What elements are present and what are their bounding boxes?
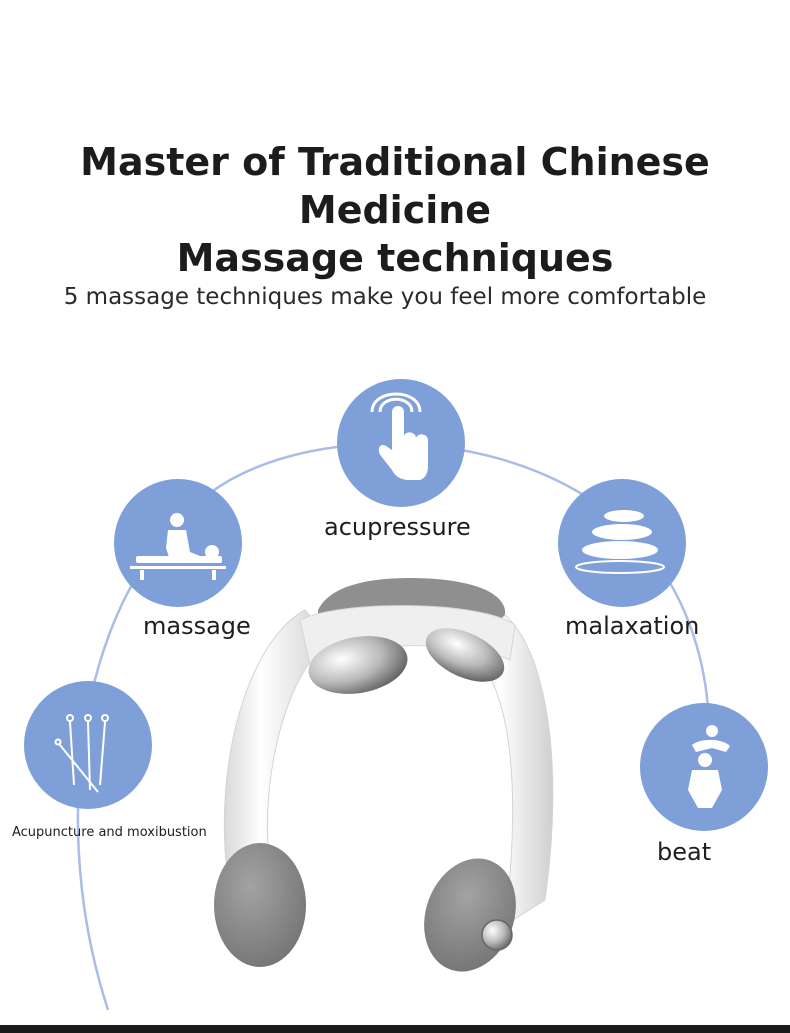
technique-label-acupuncture: Acupuncture and moxibustion [12,825,207,840]
stacked-stones-icon [575,510,665,574]
acupuncture-node [24,681,152,809]
neck-massager-device [214,578,554,972]
massage-node [114,479,242,607]
needles-icon [54,714,109,793]
finger-press-icon [370,392,428,480]
technique-label-acupressure: acupressure [324,513,471,541]
bottom-divider [0,1025,790,1033]
title-line-2: Massage techniques [176,236,614,280]
beating-back-icon [688,725,730,808]
subtitle: 5 massage techniques make you feel more … [63,284,707,310]
page-title: Master of Traditional Chinese Medicine M… [0,138,790,282]
technique-label-beat: beat [657,838,712,866]
technique-label-malaxation: malaxation [565,612,700,640]
technique-label-massage: massage [143,612,251,640]
massage-table-icon [130,513,226,580]
malaxation-node [558,479,686,607]
title-line-1: Master of Traditional Chinese Medicine [80,140,710,232]
beat-node [640,703,768,831]
acupressure-node [337,379,465,507]
